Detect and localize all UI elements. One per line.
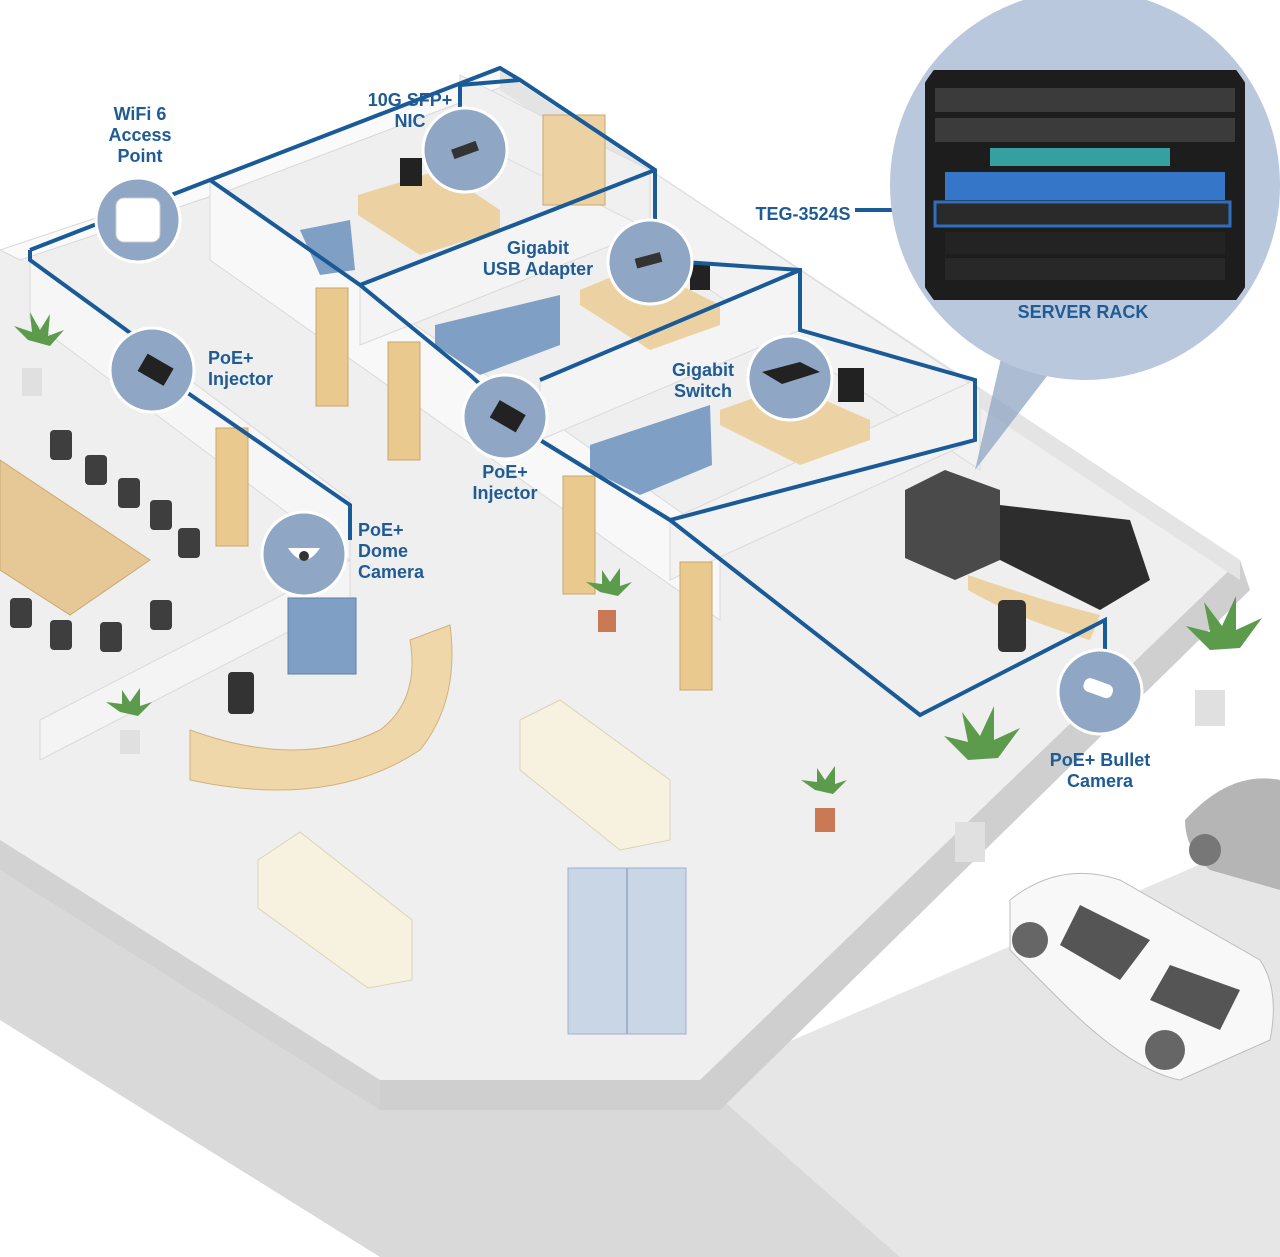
label-poe-injector-left: PoE+ Injector — [208, 348, 308, 390]
label-line: Gigabit — [507, 238, 569, 258]
server-room-chair — [998, 600, 1026, 652]
label-poe-injector-mid: PoE+ Injector — [458, 462, 552, 504]
label-line: Gigabit — [672, 360, 734, 380]
monitor-wall — [1000, 505, 1150, 610]
car-icon — [1185, 778, 1280, 890]
label-line: NIC — [394, 111, 426, 131]
monitor — [400, 158, 422, 186]
label-dome-camera: PoE+ Dome Camera — [358, 520, 458, 583]
conference-chairs — [10, 430, 200, 652]
blue-cabinet — [300, 220, 355, 275]
monitor — [838, 368, 864, 402]
blue-cabinet — [590, 405, 712, 495]
reception-desk — [189, 624, 453, 791]
plant-icon — [14, 312, 64, 396]
usb-adapter-icon — [606, 218, 694, 306]
door — [679, 561, 713, 691]
dome-camera-icon — [260, 510, 348, 598]
poe-injector-icon — [461, 373, 549, 461]
reception-chair — [228, 672, 254, 714]
car-icon — [1009, 872, 1274, 1081]
conference-table — [0, 459, 151, 616]
label-line: Switch — [673, 381, 732, 401]
label-line: PoE+ Bullet — [1049, 750, 1151, 770]
sofa — [257, 831, 413, 989]
label-line: Point — [117, 146, 163, 166]
blue-cabinet — [435, 295, 560, 375]
label-sfp-nic: 10G SFP+ NIC — [348, 90, 472, 132]
sfp-nic-icon — [421, 106, 509, 194]
door — [315, 287, 349, 407]
label-line: PoE+ — [482, 462, 528, 482]
label-line: Injector — [472, 483, 538, 503]
label-bullet-camera: PoE+ Bullet Camera — [1036, 750, 1164, 792]
label-line: Injector — [208, 369, 274, 389]
label-wifi-access-point: WiFi 6 Access Point — [90, 104, 190, 167]
label-server-rack: SERVER RACK — [1017, 302, 1149, 322]
door — [387, 341, 421, 461]
server-cabinet — [905, 470, 1000, 580]
cabinet — [287, 597, 357, 675]
plant-icon — [944, 706, 1020, 862]
label-line: WiFi 6 — [113, 104, 167, 124]
label-line: Camera — [1066, 771, 1134, 791]
network-switch-icon — [746, 334, 834, 422]
sofa — [519, 699, 671, 851]
outer-wall-front-left — [0, 840, 380, 1110]
label-line: Dome — [358, 541, 409, 561]
door — [215, 427, 249, 547]
label-line: Access — [108, 125, 172, 145]
bullet-camera-icon — [1056, 648, 1144, 736]
label-line: PoE+ — [208, 348, 254, 368]
label-teg-3524s: TEG-3524S — [755, 204, 851, 224]
label-usb-adapter: Gigabit USB Adapter — [468, 238, 608, 280]
monitor — [690, 262, 710, 290]
server-rack-icon — [925, 70, 1245, 300]
plant-icon — [586, 568, 632, 632]
label-line: PoE+ — [358, 520, 404, 540]
outer-wall-front-right — [380, 560, 1250, 1110]
label-gigabit-switch: Gigabit Switch — [658, 360, 748, 402]
door — [562, 475, 596, 595]
poe-injector-icon — [108, 326, 196, 414]
label-line: USB Adapter — [482, 259, 594, 279]
plant-icon — [801, 766, 847, 832]
access-point-icon — [94, 176, 182, 264]
label-line: Camera — [358, 562, 425, 582]
plant-icon — [106, 688, 152, 754]
label-line: 10G SFP+ — [367, 90, 453, 110]
plant-icon — [1186, 596, 1262, 726]
control-desk — [968, 575, 1100, 640]
